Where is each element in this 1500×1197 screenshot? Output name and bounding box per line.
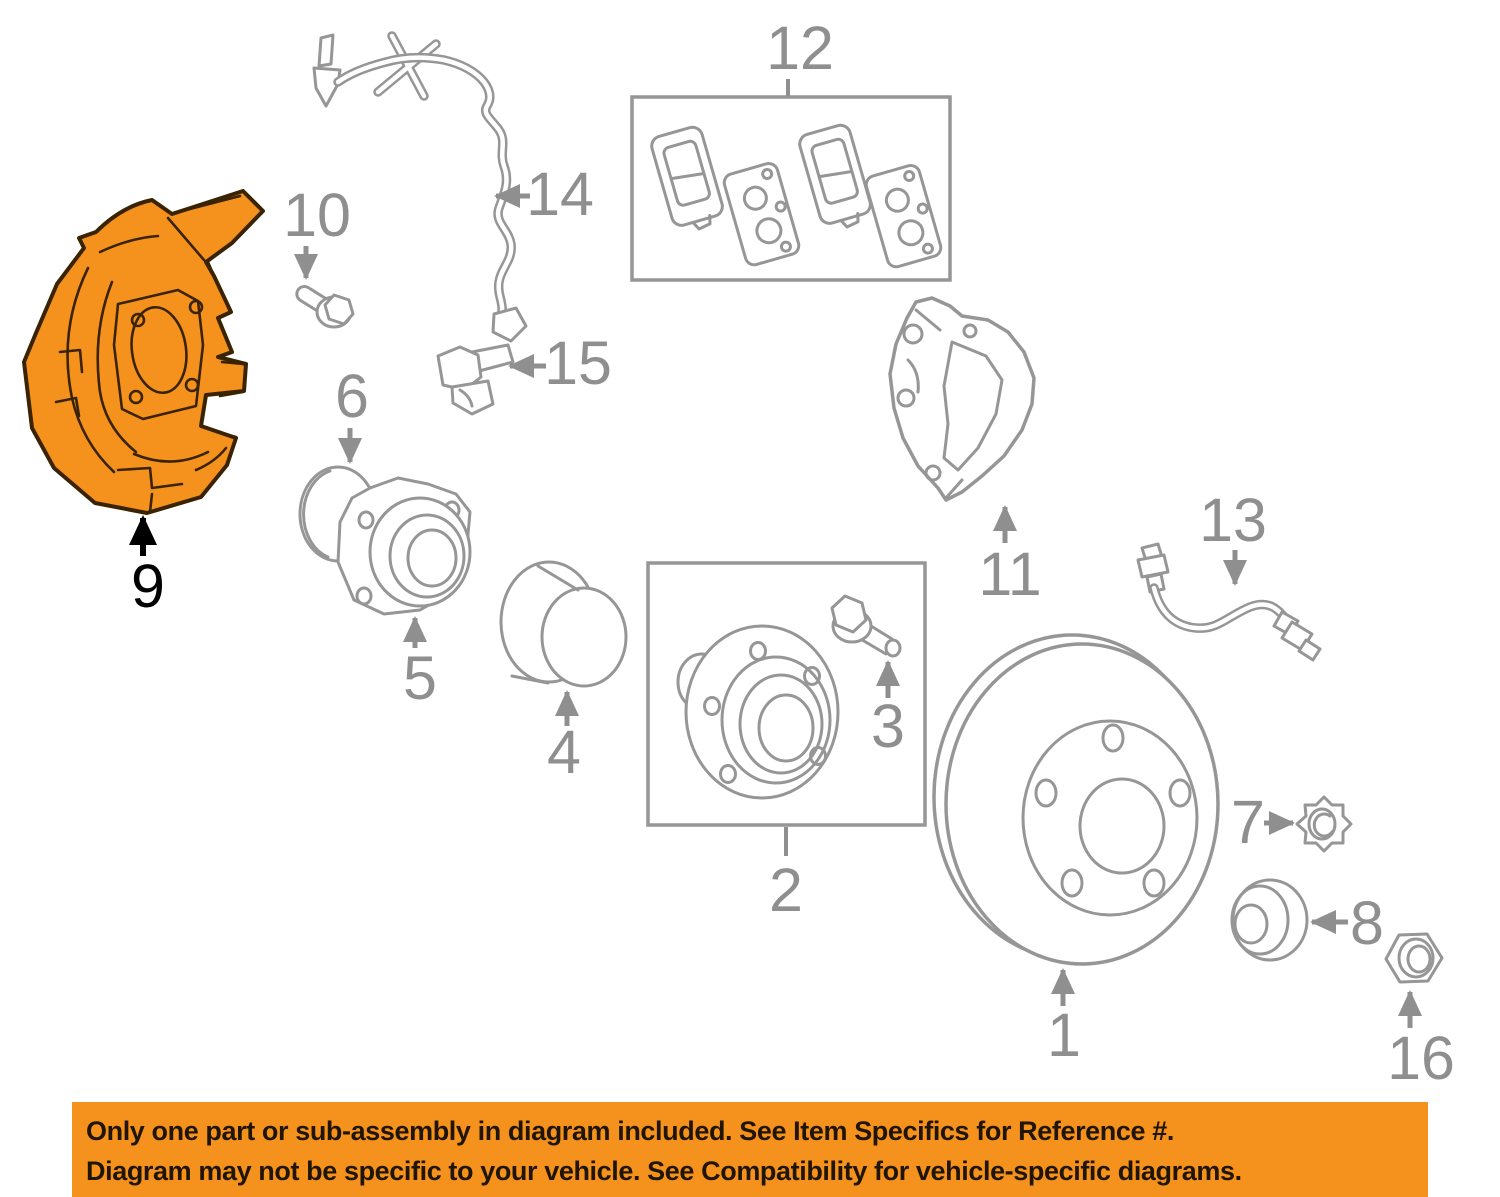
part-4-seal-sleeve xyxy=(499,560,628,688)
callout-label-16: 16 xyxy=(1387,1024,1455,1092)
callout-label-9-highlighted: 9 xyxy=(131,552,165,620)
callout-label-3: 3 xyxy=(871,692,905,760)
disclaimer-line-2: Diagram may not be specific to your vehi… xyxy=(86,1156,1242,1186)
part-8-grease-cap xyxy=(1230,878,1309,962)
callout-label-14: 14 xyxy=(526,160,594,228)
callout-label-8: 8 xyxy=(1350,889,1384,957)
brake-pad-plate-2 xyxy=(864,164,943,269)
brake-pad-outer-1 xyxy=(650,125,724,231)
callout-label-15: 15 xyxy=(544,329,612,397)
disclaimer-banner: Only one part or sub-assembly in diagram… xyxy=(72,1102,1428,1197)
part-13-brake-hose xyxy=(1136,542,1322,662)
callout-label-6: 6 xyxy=(335,362,369,430)
callout-label-1: 1 xyxy=(1047,1001,1081,1069)
callout-label-7: 7 xyxy=(1231,788,1265,856)
part-2-hub-subassembly xyxy=(646,561,927,827)
part-9-dust-shield-highlighted xyxy=(22,189,265,515)
part-5-hub-bearing-assembly xyxy=(336,476,472,616)
part-16-axle-nut xyxy=(1384,932,1444,984)
callout-label-11: 11 xyxy=(978,540,1041,608)
callout-label-12: 12 xyxy=(766,14,834,82)
callout-label-5: 5 xyxy=(403,644,437,712)
part-12-brake-pad-kit xyxy=(630,95,952,282)
brake-pad-plate-1 xyxy=(722,162,801,267)
part-1-brake-rotor xyxy=(932,633,1220,966)
part-10-bolt xyxy=(295,284,355,329)
disclaimer-line-1: Only one part or sub-assembly in diagram… xyxy=(86,1116,1174,1146)
part-14-sensor-wire-harness xyxy=(312,31,528,343)
part-7-lock-cap xyxy=(1295,795,1353,853)
callout-label-10: 10 xyxy=(283,181,351,249)
part-3-hub-bolt xyxy=(830,594,902,658)
callout-label-4: 4 xyxy=(547,718,581,786)
part-11-brake-caliper xyxy=(888,296,1036,502)
callout-label-2: 2 xyxy=(769,856,803,924)
callout-label-13: 13 xyxy=(1199,486,1267,554)
brake-pad-outer-2 xyxy=(798,123,872,229)
part-15-speed-sensor xyxy=(436,343,515,416)
